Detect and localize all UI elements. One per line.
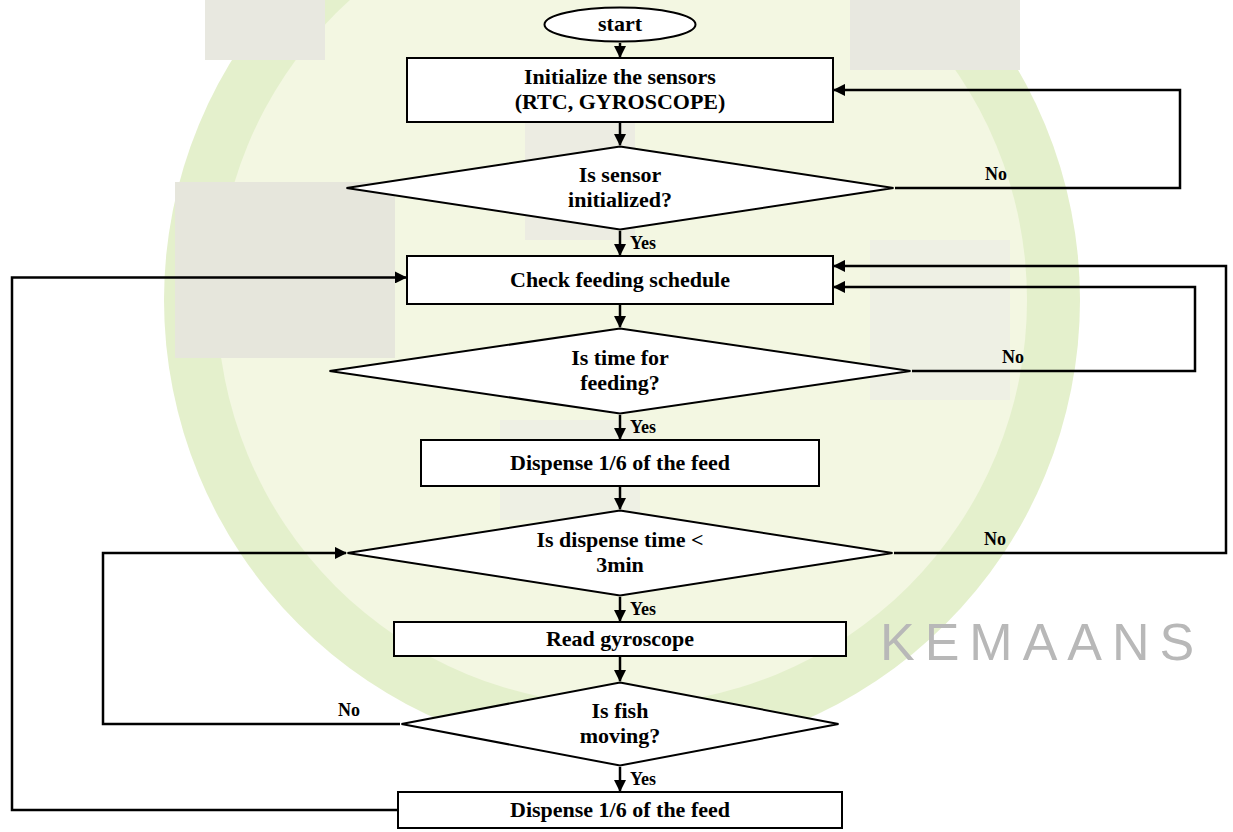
flow-arrow (619, 657, 622, 681)
edge-label: Yes (630, 769, 656, 789)
flow-arrow (619, 231, 622, 255)
edge-label: No (985, 164, 1007, 184)
photo-patch (205, 0, 325, 60)
node-text: start (598, 12, 642, 37)
edge-label: No (984, 529, 1006, 549)
start-terminal: start (543, 6, 697, 43)
node-text: Is fish moving? (573, 699, 668, 748)
node-text: Check feeding schedule (510, 268, 730, 293)
edge-label: No (1002, 347, 1024, 367)
node-text: Initialize the sensors (RTC, GYROSCOPE) (495, 65, 745, 114)
photo-patch (870, 240, 1010, 400)
flow-arrow (619, 305, 622, 327)
process-box: Check feeding schedule (406, 255, 834, 305)
edge-label: Yes (630, 417, 656, 437)
decision-diamond: Is sensor initialized? (345, 145, 895, 231)
edge-label: No (338, 700, 360, 720)
watermark-text: KEMAANS (880, 612, 1204, 672)
node-text: Dispense 1/6 of the feed (510, 798, 730, 823)
node-text: Is sensor initialized? (550, 163, 690, 212)
flow-arrow (619, 597, 622, 621)
flow-arrow (834, 266, 1226, 553)
photo-patch (175, 182, 395, 358)
flow-arrow (619, 43, 622, 57)
process-box: Dispense 1/6 of the feed (397, 791, 843, 829)
flow-arrow (12, 277, 406, 810)
flow-arrow (619, 767, 622, 791)
flow-arrow (619, 415, 622, 439)
flow-arrow (103, 553, 400, 724)
process-box: Initialize the sensors (RTC, GYROSCOPE) (406, 57, 834, 123)
flow-arrow (619, 123, 622, 145)
edge-label: Yes (630, 233, 656, 253)
photo-patch (850, 0, 1020, 70)
node-text: Is dispense time < 3min (525, 528, 715, 577)
node-text: Is time for feeding? (555, 346, 685, 395)
flow-arrow (834, 90, 1180, 188)
edge-label: Yes (630, 599, 656, 619)
flow-arrow (619, 487, 622, 509)
process-box: Dispense 1/6 of the feed (420, 439, 820, 487)
node-text: Dispense 1/6 of the feed (510, 451, 730, 476)
process-box: Read gyroscope (393, 621, 847, 657)
decision-diamond: Is time for feeding? (328, 327, 912, 415)
decision-diamond: Is dispense time < 3min (346, 509, 894, 597)
flow-arrow (834, 287, 1195, 371)
decision-diamond: Is fish moving? (400, 681, 840, 767)
node-text: Read gyroscope (546, 627, 694, 652)
